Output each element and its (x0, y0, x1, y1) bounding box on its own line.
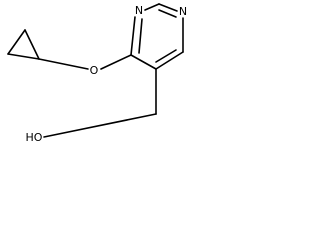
cyclopropyl-ring (7, 29, 40, 60)
bond-c2-n1 (158, 3, 178, 12)
bond-cp3 (24, 29, 40, 60)
atom-label-n1: N (179, 5, 187, 18)
atom-label-hydroxyl: HO (26, 131, 43, 144)
bond-ch2-oh (43, 113, 157, 138)
atom-label-backgrounds (24, 3, 190, 144)
bond-cp1 (7, 53, 40, 60)
pyrimidine-ring (130, 3, 184, 70)
bond-n3-c2 (144, 3, 160, 11)
atom-label-ether-oxygen: O (90, 64, 99, 77)
atom-label-n3: N (135, 4, 143, 17)
bond-cp2 (7, 29, 26, 55)
bond-c4-n3-inner (138, 18, 143, 54)
bond-c5-c4 (130, 54, 157, 70)
bond-c2-n1-inner (158, 9, 177, 18)
bond-c6-c5-inner (155, 49, 177, 63)
bond-cp-o (38, 58, 89, 70)
bond-c6-c5 (155, 51, 184, 70)
bond-o-c4 (100, 54, 132, 70)
molecule-structure: N N O HO (7, 3, 190, 144)
bond-c4-n3 (130, 16, 136, 56)
